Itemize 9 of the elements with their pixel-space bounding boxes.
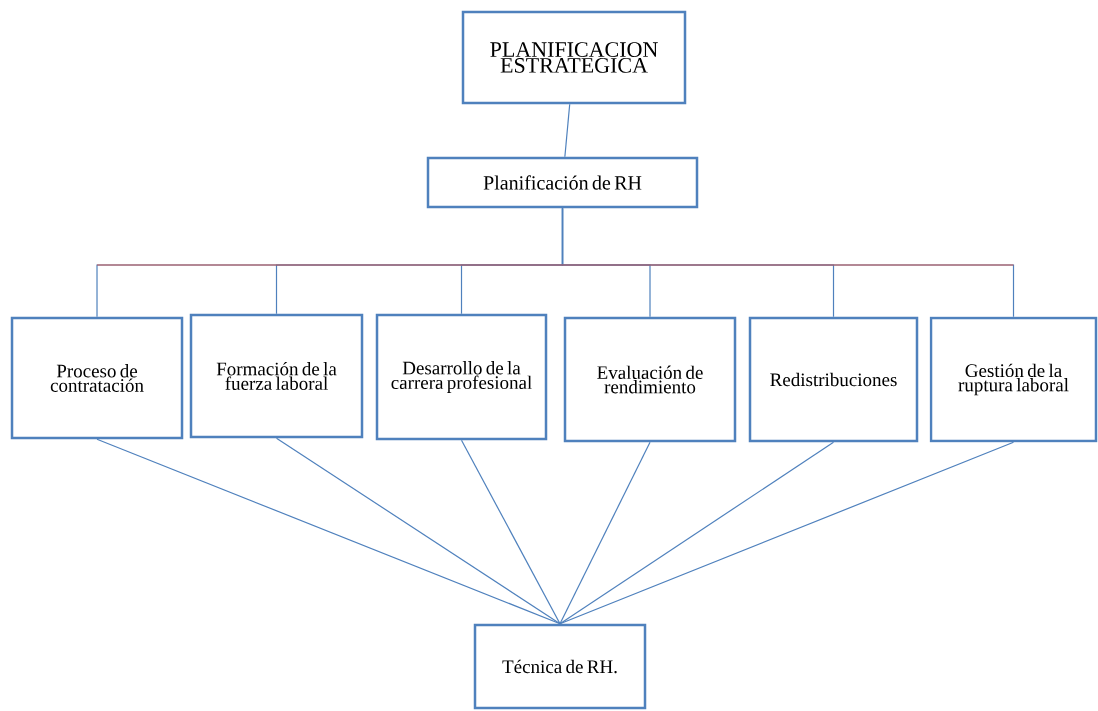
process-box: Técnica de RH. [473,623,647,710]
process-box: Formación de la fuerza laboral [189,313,364,439]
process-box: PLANIFICACION ESTRATEGICA [461,10,687,105]
process-box: Desarrollo de la carrera profesional [375,313,548,441]
process-box: Redistribuciones [748,316,919,443]
process-box: Planificación de RH [426,156,699,209]
process-box: Evaluación de rendimiento [563,316,737,443]
process-box: Proceso de contratación [10,316,184,440]
process-box: Gestión de la ruptura laboral [929,316,1098,443]
